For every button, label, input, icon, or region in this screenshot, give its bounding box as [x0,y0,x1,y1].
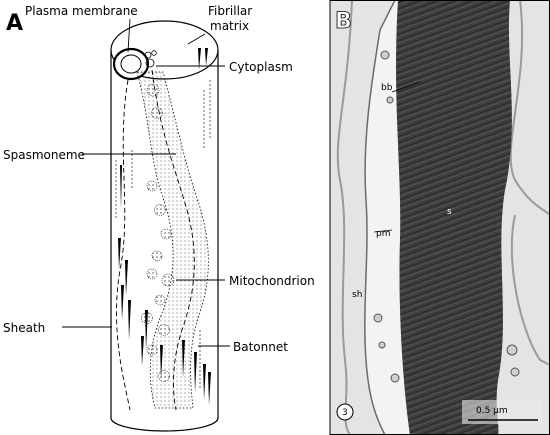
batonnets [118,48,211,405]
label-s: s [447,207,452,217]
panel-a-letter: A [6,11,23,36]
leader-lines [62,18,230,347]
inner-outlines [116,69,195,411]
label-spasmoneme: Spasmoneme [3,148,85,162]
label-fibrillar-matrix-1: Fibrillar [208,4,252,18]
scale-bar: 0.5 µm [462,400,542,424]
wall-streaks [115,80,211,390]
panel-a: A [3,4,315,432]
figure-number: 3 [342,408,348,418]
label-fibrillar-matrix-2: matrix [210,19,249,33]
figure-number-circle [336,403,354,421]
vesicles [373,50,520,383]
label-pm: pm [376,229,390,239]
label-batonnet: Batonnet [233,340,288,354]
label-bb: bb [381,83,393,93]
scale-bar-label: 0.5 µm [476,406,508,416]
cytoplasm-region [112,47,157,81]
label-sh: sh [352,290,362,300]
spasmoneme-micrograph [396,0,512,435]
micrograph-leaders [373,81,421,233]
panel-b-letter: B [335,9,352,34]
panel-b: B bb s pm sh 3 0.5 µm [330,0,550,435]
label-mitochondrion: Mitochondrion [229,274,315,288]
label-cytoplasm: Cytoplasm [229,60,293,74]
label-sheath: Sheath [3,321,45,335]
spasmoneme [136,71,209,409]
outer-outlines [336,0,550,435]
label-plasma-membrane: Plasma membrane [25,4,138,18]
